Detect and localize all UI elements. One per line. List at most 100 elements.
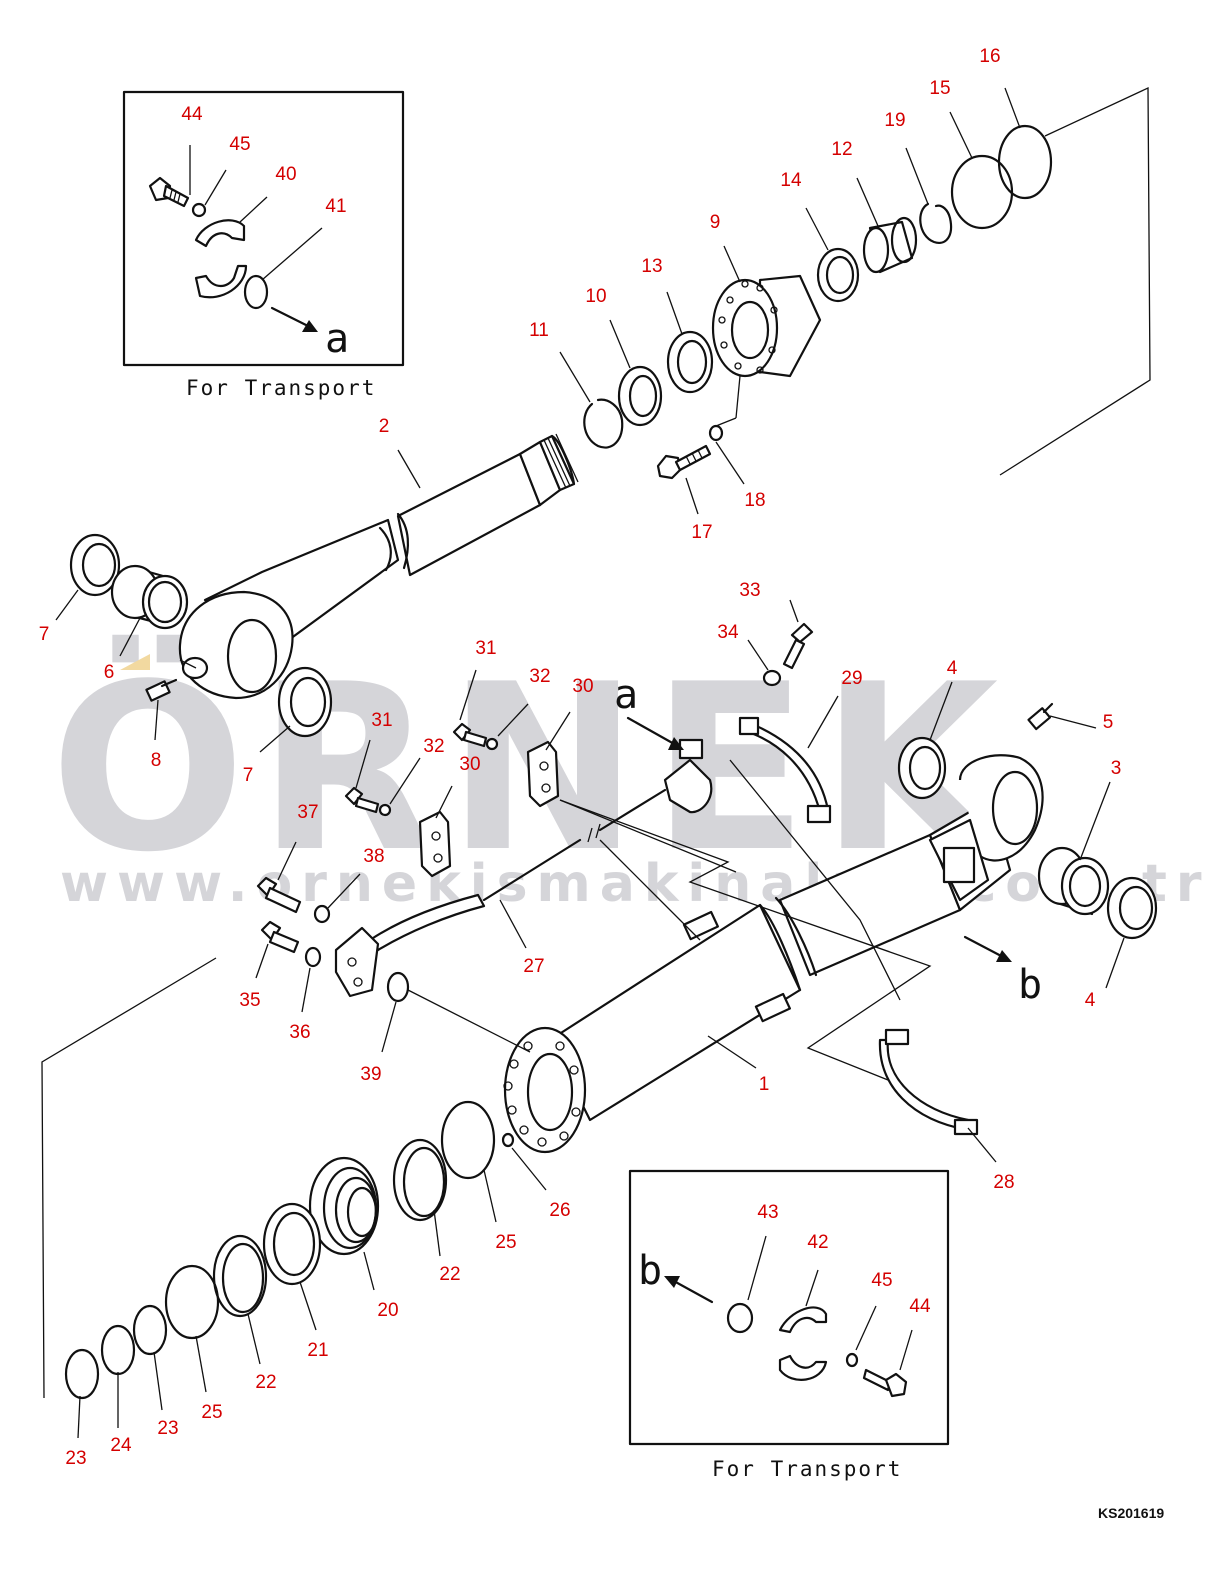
callout-25-a: 25 <box>495 1232 516 1253</box>
piston-20 <box>308 1156 380 1256</box>
inset-arrow-b-head <box>664 1276 680 1288</box>
bolt-37 <box>256 876 302 914</box>
bolt-31-a <box>452 722 488 748</box>
callout-15: 15 <box>929 78 950 99</box>
inset-clamp-40-top <box>194 219 246 248</box>
bolt-33 <box>782 622 814 670</box>
callout-6: 6 <box>104 662 115 683</box>
washer-18 <box>708 424 724 442</box>
callout-27: 27 <box>523 956 544 977</box>
callout-10: 10 <box>585 286 606 307</box>
callout-30-b: 30 <box>459 754 480 775</box>
bearing-13 <box>666 330 714 394</box>
callout-16: 16 <box>979 46 1000 67</box>
callout-31-b: 31 <box>371 710 392 731</box>
callout-1: 1 <box>759 1074 770 1095</box>
callout-7-mid: 7 <box>243 765 254 786</box>
callout-45-top: 45 <box>229 134 250 155</box>
callout-25-b: 25 <box>201 1402 222 1423</box>
ring-24 <box>100 1324 136 1376</box>
clamp-30-b <box>418 810 452 878</box>
inset-arrow-a-shaft <box>270 306 314 330</box>
seal-4-bottom <box>1106 876 1158 940</box>
ring-25-upper <box>440 1100 496 1180</box>
callout-44-bottom: 44 <box>909 1296 931 1317</box>
bolt-35 <box>260 920 300 954</box>
bushing-10 <box>617 365 663 427</box>
inset-bolt-44 <box>148 176 190 208</box>
inset-top-left: a For Transport <box>122 90 405 400</box>
callout-4-bottom: 4 <box>1085 990 1096 1011</box>
arrow-b-head <box>996 950 1012 962</box>
seal-4-top <box>897 736 947 800</box>
snap-ring-11 <box>583 398 624 449</box>
o-ring-16 <box>997 124 1053 200</box>
washer-38 <box>313 904 331 924</box>
callout-21: 21 <box>307 1340 328 1361</box>
cylinder-head-9 <box>711 274 822 378</box>
seal-7-mid <box>277 666 333 738</box>
seal-7-left <box>69 533 121 597</box>
bushing-12 <box>862 216 918 274</box>
inset-clamp-42-bottom <box>778 1354 828 1381</box>
part-26 <box>501 1132 515 1148</box>
inset-ring-41 <box>243 274 269 310</box>
callout-24: 24 <box>110 1435 132 1456</box>
callout-45-bottom: 45 <box>871 1270 892 1291</box>
callout-7-left: 7 <box>39 624 50 645</box>
washer-34 <box>762 669 782 687</box>
inset-washer-45 <box>191 202 207 218</box>
callout-11: 11 <box>529 320 549 341</box>
arrow-a-label: a <box>614 672 638 718</box>
ring-15 <box>950 154 1014 230</box>
callout-19: 19 <box>884 110 905 131</box>
bolt-31-b <box>344 786 380 814</box>
piston-rod-2 <box>178 433 579 700</box>
inset-ring-43 <box>726 1302 754 1334</box>
ring-22-upper <box>392 1138 448 1222</box>
washer-32-a <box>485 737 499 751</box>
inset-arrow-a-head <box>302 320 318 332</box>
callout-5: 5 <box>1103 712 1114 733</box>
clamp-30-a <box>526 740 560 808</box>
inset-washer-45-b <box>845 1352 859 1368</box>
clamp-29 <box>738 716 832 824</box>
inset-bottom-caption: For Transport <box>712 1457 902 1481</box>
washer-36 <box>304 946 322 968</box>
callout-29: 29 <box>841 668 862 689</box>
callout-34: 34 <box>717 622 739 643</box>
inset-clamp-42-top <box>778 1306 828 1334</box>
arrow-a-head <box>668 737 684 750</box>
callout-18: 18 <box>744 490 765 511</box>
callout-22-b: 22 <box>255 1372 276 1393</box>
pipe-27 <box>368 738 713 952</box>
snap-ring-19 <box>919 202 953 244</box>
callout-14: 14 <box>780 170 802 191</box>
arrow-a-shaft <box>626 716 678 747</box>
grease-fitting-5 <box>1027 702 1054 731</box>
bolt-17 <box>656 444 712 480</box>
callout-38: 38 <box>363 846 384 867</box>
callout-8: 8 <box>151 750 162 771</box>
callout-37: 37 <box>297 802 318 823</box>
callout-23-a: 23 <box>65 1448 86 1469</box>
o-ring-39 <box>386 971 410 1003</box>
inset-arrow-b-shaft <box>670 1278 714 1304</box>
arrow-b-shaft <box>963 935 1007 960</box>
leader-lines <box>55 87 1125 1439</box>
grease-fitting-8 <box>145 678 178 702</box>
ring-25-lower <box>164 1264 220 1340</box>
inset-arrow-a-label: a <box>325 316 349 362</box>
callout-9: 9 <box>710 212 721 233</box>
callout-13: 13 <box>641 256 662 277</box>
group-frame-bottom-left <box>41 957 217 1399</box>
clamp-28 <box>878 1028 979 1136</box>
callout-36: 36 <box>289 1022 310 1043</box>
callout-28: 28 <box>993 1172 1014 1193</box>
drawing-code: KS201619 <box>1098 1505 1164 1521</box>
callout-43: 43 <box>757 1202 778 1223</box>
callout-22-a: 22 <box>439 1264 460 1285</box>
inset-top-caption: For Transport <box>186 376 376 400</box>
cylinder-tube-1 <box>503 754 1044 1154</box>
